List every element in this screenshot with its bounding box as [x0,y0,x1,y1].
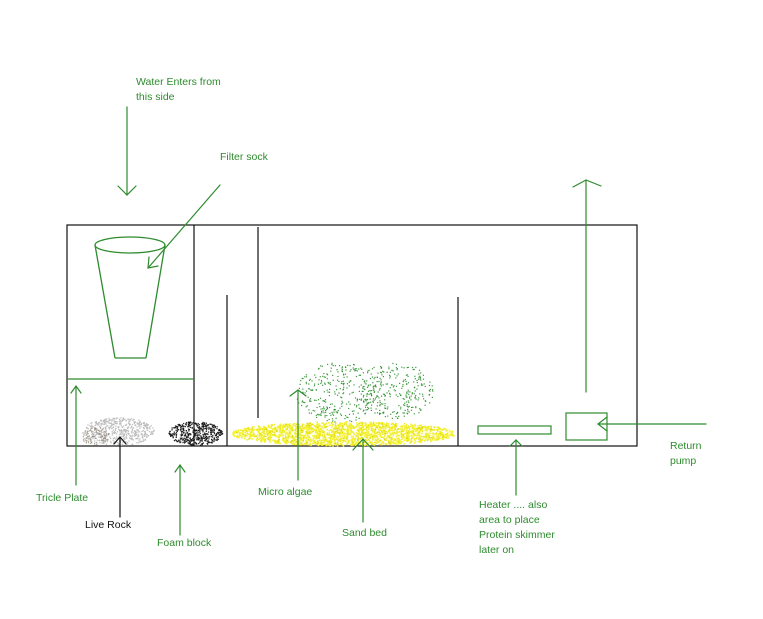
water-enters-label: Water Enters from this side [136,75,221,105]
foam-block-label: Foam block [157,537,212,549]
heater-label-line-3: Protein skimmer [479,529,555,541]
tank-outline [66,224,638,447]
micro-algae-media [296,362,434,423]
heater-label-line-2: area to place [479,514,540,526]
return-pump-pointer [597,416,707,432]
heater-label-line-4: later on [479,544,515,556]
filter-sock-label: Filter sock [220,151,268,163]
return-pump [565,412,608,441]
micro-algae-label: Micro algae [258,486,313,498]
filter-sock-pointer [147,184,221,269]
return-out-arrow [572,179,602,393]
sand-bed-pointer [352,438,374,523]
water-in-arrow [117,106,137,196]
foam-block-media [168,421,224,447]
heater-label-line-1: Heater .... also [479,499,548,511]
heater [477,425,552,435]
tricle-plate-label: Tricle Plate [36,492,89,504]
micro-algae-pointer [289,389,307,481]
sand-bed-label: Sand bed [342,527,387,539]
water-enters-label-line-2: this side [136,91,175,103]
water-enters-label-line-1: Water Enters from [136,76,221,88]
heater-label: Heater .... also area to place Protein s… [479,498,555,558]
return-pump-label-line-1: Return [670,440,702,452]
return-pump-label: Return pump [670,439,702,469]
live-rock-media [82,417,155,446]
heater-pointer [509,439,523,496]
return-pump-label-line-2: pump [670,455,697,467]
filter-sock [94,236,166,359]
live-rock-pointer [113,436,127,518]
sand-bed-media [232,421,455,447]
tricle-plate-pointer [70,384,82,486]
sump-tank [66,224,638,447]
live-rock-label: Live Rock [85,519,132,531]
foam-block-pointer [174,463,186,536]
